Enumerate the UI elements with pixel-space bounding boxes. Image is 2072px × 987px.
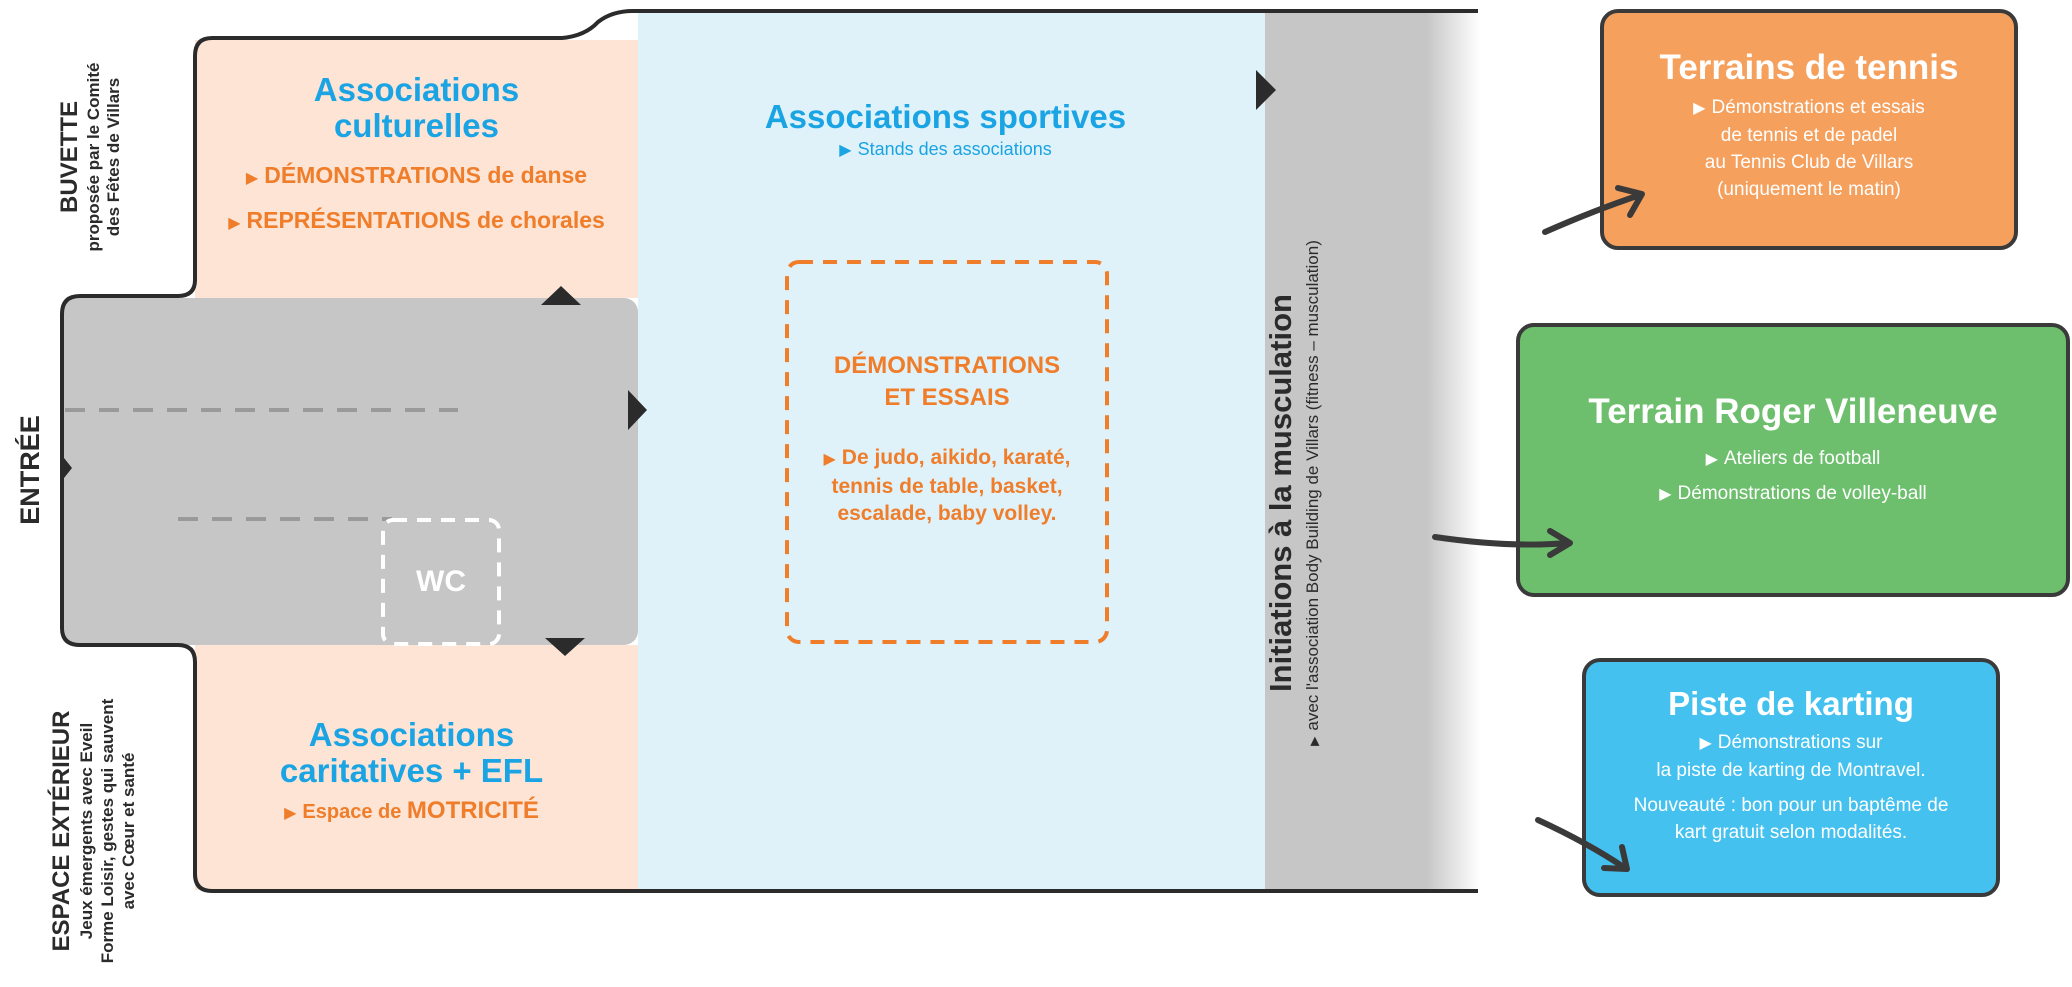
karting-line-2: la piste de karting de Montravel. <box>1656 760 1926 781</box>
bullet-triangle-icon: ▶ <box>228 215 241 232</box>
roger-box-text: Terrain Roger Villeneuve ▶Ateliers de fo… <box>1518 392 2068 512</box>
caritatives-zone-text: Associations caritatives + EFL ▶Espace d… <box>190 717 633 825</box>
karting-title: Piste de karting <box>1668 685 1914 722</box>
arrow-to-roger <box>1432 534 1571 548</box>
bullet-triangle-icon: ▶ <box>1705 451 1718 468</box>
bullet-triangle-icon: ▶ <box>823 451 836 468</box>
culturelles-title-2: culturelles <box>333 107 500 144</box>
caritatives-line: ▶Espace de MOTRICITÉ <box>284 797 539 824</box>
building-outline <box>60 9 1478 893</box>
buvette-title: BUVETTE <box>56 101 83 214</box>
espace-exterieur-block: ESPACE EXTÉRIEUR Jeux émergents avec Eve… <box>48 681 156 981</box>
demo-title-1: DÉMONSTRATIONS <box>833 352 1061 379</box>
wc-label: WC <box>416 565 466 598</box>
roger-line-2: ▶Démonstrations de volley-ball <box>1518 477 2068 512</box>
zone-sportives <box>638 12 1265 890</box>
roger-box <box>1516 323 2070 597</box>
demo-title-2: ET ESSAIS <box>884 384 1010 411</box>
arrow-right-musculation <box>1256 70 1276 110</box>
arrow-right-sportives <box>628 390 647 430</box>
caritatives-title-2: caritatives + EFL <box>279 752 544 789</box>
demo-box-text: DÉMONSTRATIONS ET ESSAIS ▶De judo, aikid… <box>787 350 1107 527</box>
demo-line-2: tennis de table, basket, <box>831 475 1063 498</box>
arrow-to-tennis-head <box>1615 185 1645 218</box>
bullet-triangle-icon: ▶ <box>1659 486 1672 503</box>
arrow-to-karting-head <box>1601 844 1630 872</box>
sportives-title: Associations sportives <box>764 98 1127 135</box>
tennis-box-text: Terrains de tennis ▶Démonstrations et es… <box>1602 48 2016 203</box>
buvette-sub2: des Fêtes de Villars <box>104 77 123 237</box>
demo-line-3: escalade, baby volley. <box>837 502 1057 525</box>
bullet-triangle-icon: ▶ <box>284 805 297 822</box>
zone-caritatives <box>195 645 638 890</box>
sportives-sub: ▶Stands des associations <box>839 139 1052 159</box>
karting-line-4: kart gratuit selon modalités. <box>1674 822 1908 843</box>
musculation-block: Initiations à la musculation ▶avec l'ass… <box>1261 133 1345 853</box>
karting-line-1: ▶Démonstrations sur <box>1584 729 1998 757</box>
sportives-zone-text: Associations sportives ▶Stands des assoc… <box>638 99 1253 160</box>
karting-box-text: Piste de karting ▶Démonstrations sur la … <box>1584 685 1998 846</box>
karting-line-3: Nouveauté : bon pour un baptême de <box>1633 795 1949 816</box>
demo-box <box>785 260 1109 644</box>
karting-box <box>1582 658 2000 897</box>
arrow-to-tennis <box>1542 192 1643 235</box>
musculation-title: Initiations à la musculation <box>1263 294 1298 692</box>
culturelles-line-2: ▶REPRÉSENTATIONS de chorales <box>228 207 605 233</box>
arrow-down-caritatives <box>545 638 585 656</box>
arrow-entree <box>60 453 72 483</box>
arrow-up-culturelles <box>541 286 581 305</box>
bullet-triangle-icon: ▶ <box>1699 735 1712 752</box>
musculation-sub: ▶avec l'association Body Building de Vil… <box>1301 133 1326 853</box>
buvette-block: BUVETTE proposée par le Comité des Fêtes… <box>56 42 140 272</box>
caritatives-title-1: Associations <box>308 716 515 753</box>
wc-box <box>381 518 501 646</box>
zone-culturelles <box>195 40 638 298</box>
espace-exterieur-title: ESPACE EXTÉRIEUR <box>48 710 75 952</box>
demo-line-1: ▶De judo, aikido, karaté, <box>787 444 1107 473</box>
tennis-line-2: de tennis et de padel <box>1720 125 1898 146</box>
tennis-line-3: au Tennis Club de Villars <box>1704 152 1914 173</box>
roger-title: Terrain Roger Villeneuve <box>1588 392 1998 431</box>
arrow-to-roger-head <box>1547 528 1573 558</box>
roger-line-1: ▶Ateliers de football <box>1518 442 2068 477</box>
culturelles-zone-text: Associations culturelles ▶DÉMONSTRATIONS… <box>195 72 638 234</box>
zone-musculation <box>1265 12 1480 890</box>
espace-exterieur-sub2: Forme Loisir, gestes qui sauvent <box>98 698 117 964</box>
tennis-title: Terrains de tennis <box>1659 48 1959 87</box>
bullet-triangle-icon: ▶ <box>1693 100 1706 117</box>
bullet-triangle-icon: ▶ <box>245 170 259 187</box>
espace-exterieur-sub3: avec Cœur et santé <box>119 752 138 910</box>
tennis-line-1: ▶Démonstrations et essais <box>1602 94 2016 122</box>
bullet-triangle-icon: ▶ <box>839 142 852 159</box>
tennis-line-4: (uniquement le matin) <box>1717 179 1901 200</box>
corridor <box>62 298 638 645</box>
arrow-to-karting <box>1535 817 1628 871</box>
entree-label: ENTRÉE <box>15 415 45 525</box>
bullet-triangle-icon: ▶ <box>1307 736 1321 746</box>
espace-exterieur-sub1: Jeux émergents avec Eveil <box>77 722 96 940</box>
culturelles-line-1: ▶DÉMONSTRATIONS de danse <box>245 162 588 188</box>
culturelles-title-1: Associations <box>313 71 520 108</box>
tennis-box <box>1600 9 2018 250</box>
buvette-sub1: proposée par le Comité <box>84 62 103 252</box>
